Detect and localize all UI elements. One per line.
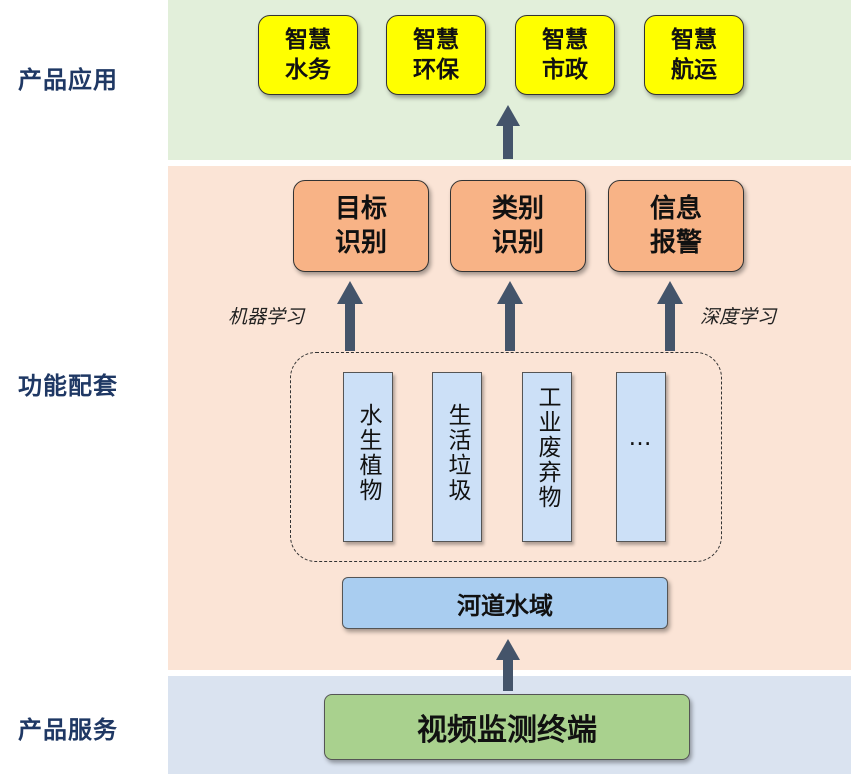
layer-label-function: 功能配套 [18,372,118,400]
function-box-target-recognition: 目标 识别 [293,180,429,272]
method-label-machine-learning: 机器学习 [228,306,305,328]
arrow-to-category-recognition [497,281,523,351]
application-box-water: 智慧 水务 [258,15,358,95]
arrow-to-applications [496,105,520,159]
category-label: … [628,425,654,451]
function-box-alarm: 信息 报警 [608,180,744,272]
category-label: 生活垃圾 [444,403,470,503]
arrow-terminal-to-scene [496,639,520,691]
application-box-municipal: 智慧 市政 [515,15,615,95]
category-domestic-waste: 生活垃圾 [432,372,482,542]
function-box-category-recognition: 类别 识别 [450,180,586,272]
category-label: 水生植物 [355,403,381,503]
terminal-box-video-monitor: 视频监测终端 [324,694,690,760]
category-label: 工业废弃物 [534,385,560,510]
arrow-to-alarm [657,281,683,351]
application-box-environment: 智慧 环保 [386,15,486,95]
layer-label-service: 产品服务 [18,716,118,744]
category-group [290,352,722,562]
category-more: … [616,372,666,542]
scene-box-river: 河道水域 [342,577,668,629]
method-label-deep-learning: 深度学习 [700,306,777,328]
category-industrial-waste: 工业废弃物 [522,372,572,542]
arrow-to-target-recognition [337,281,363,351]
layer-label-application: 产品应用 [18,66,118,94]
application-box-shipping: 智慧 航运 [644,15,744,95]
category-aquatic-plants: 水生植物 [343,372,393,542]
